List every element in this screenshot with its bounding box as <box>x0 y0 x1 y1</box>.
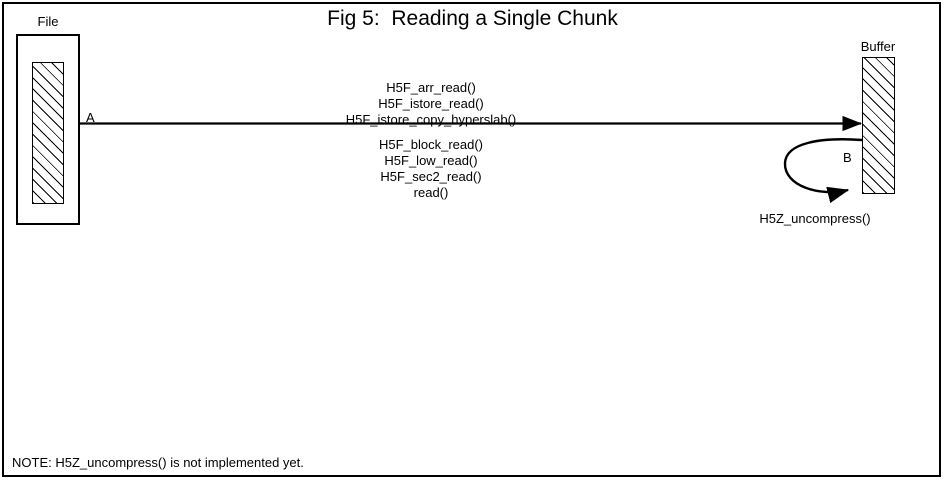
call-stack-item: H5F_sec2_read() <box>380 169 482 184</box>
figure-title: Fig 5: Reading a Single Chunk <box>327 7 618 30</box>
call-stack-item: H5F_low_read() <box>384 153 478 168</box>
file-chunk-hatched-block <box>32 62 64 204</box>
call-stack-item: read() <box>413 185 449 200</box>
buffer-label: Buffer <box>860 39 896 54</box>
arrow-b-call-label: H5Z_uncompress() <box>759 211 871 226</box>
call-stack-item: H5F_arr_read() <box>386 80 476 95</box>
arrow-a-label: A <box>86 110 95 125</box>
buffer-box <box>862 57 895 194</box>
call-stack-item: H5F_block_read() <box>378 137 484 152</box>
call-stack-item: H5F_istore_read() <box>378 96 484 111</box>
arrow-b-label: B <box>843 150 852 165</box>
arrow-a-call-stack: H5F_arr_read() H5F_istore_read() H5F_ist… <box>281 80 581 201</box>
file-label: File <box>37 14 59 29</box>
figure-note: NOTE: H5Z_uncompress() is not implemente… <box>12 455 304 470</box>
call-stack-item: H5F_istore_copy_hyperslab() <box>345 112 517 127</box>
